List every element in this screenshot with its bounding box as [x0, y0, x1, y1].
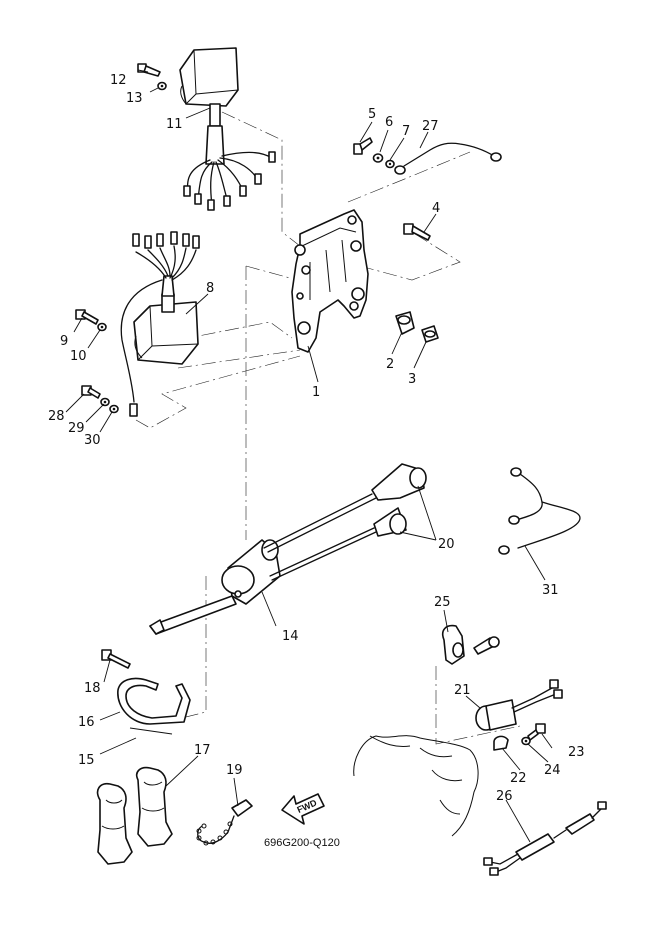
- part-31-ground-lead: [498, 467, 581, 555]
- part-20-spark-plug-caps: [263, 463, 427, 581]
- part-23-bolt: [527, 723, 546, 741]
- part-22-plate: [493, 735, 509, 751]
- part-5-bolt: [353, 137, 373, 155]
- callout-4: 4: [432, 201, 440, 216]
- callout-27: 27: [422, 119, 439, 134]
- callout-5: 5: [368, 107, 376, 122]
- callout-19: 19: [226, 763, 243, 778]
- callout-3: 3: [408, 372, 416, 387]
- part-17-rubber-caps: [96, 766, 173, 865]
- fwd-arrow-icon: FWD: [281, 793, 325, 825]
- callout-20: 20: [438, 537, 455, 552]
- part-18-bolt: [101, 649, 131, 669]
- part-10-washer: [97, 322, 107, 332]
- part-8-coil-unit: [120, 231, 200, 417]
- part-21-thermo-switch: [475, 679, 563, 731]
- part-7-washer: [385, 159, 395, 169]
- part-24-washer: [521, 736, 531, 746]
- part-16-clamp: [117, 677, 191, 725]
- callout-17: 17: [194, 743, 211, 758]
- part-25-clamp: [441, 624, 500, 665]
- callout-15: 15: [78, 753, 95, 768]
- part-14-ignition-coil: [149, 539, 281, 635]
- callout-7: 7: [402, 124, 410, 139]
- part-6-washer: [372, 153, 384, 163]
- callout-30: 30: [84, 433, 101, 448]
- part-11-cdi-unit: [179, 47, 276, 211]
- part-4-bolt: [403, 223, 431, 241]
- callout-24: 24: [544, 763, 561, 778]
- callout-16: 16: [78, 715, 95, 730]
- callout-14: 14: [282, 629, 299, 644]
- callout-21: 21: [454, 683, 471, 698]
- callout-11: 11: [166, 117, 183, 132]
- callout-31: 31: [542, 583, 559, 598]
- part-19-chain-clip: [196, 799, 253, 846]
- callout-23: 23: [568, 745, 585, 760]
- callout-8: 8: [206, 281, 214, 296]
- part-26-wire-harness: [483, 801, 607, 876]
- part-12-bolt: [137, 63, 161, 77]
- part-2-grommet: [395, 311, 415, 335]
- callout-26: 26: [496, 789, 513, 804]
- callout-10: 10: [70, 349, 87, 364]
- callout-22: 22: [510, 771, 527, 786]
- leader-lines: [65, 69, 553, 843]
- callout-6: 6: [385, 115, 393, 130]
- part-13-washer: [157, 81, 167, 91]
- callout-18: 18: [84, 681, 101, 696]
- part-9-bolt: [75, 309, 99, 325]
- callout-25: 25: [434, 595, 451, 610]
- callout-2: 2: [386, 357, 394, 372]
- part-3-collar: [421, 325, 439, 343]
- callout-9: 9: [60, 334, 68, 349]
- callout-29: 29: [68, 421, 85, 436]
- part-28-bolt: [81, 385, 101, 399]
- assembly-chain-lines: [135, 111, 521, 745]
- diagram-code: 696G200-Q120: [264, 837, 340, 849]
- callout-13: 13: [126, 91, 143, 106]
- engine-block-outline: [353, 735, 479, 837]
- callout-28: 28: [48, 409, 65, 424]
- part-27-ground-lead: [394, 142, 502, 175]
- part-15-clamp-plate: [129, 727, 173, 735]
- callout-12: 12: [110, 73, 127, 88]
- part-30-washer: [109, 404, 119, 414]
- callout-numbers: 12 13 11 5 6 7 27 4 8 9 10 1 2 3 28 29 3…: [48, 73, 585, 804]
- callout-1: 1: [312, 385, 320, 400]
- part-1-mounting-plate: [291, 209, 369, 353]
- part-29-washer: [100, 397, 110, 407]
